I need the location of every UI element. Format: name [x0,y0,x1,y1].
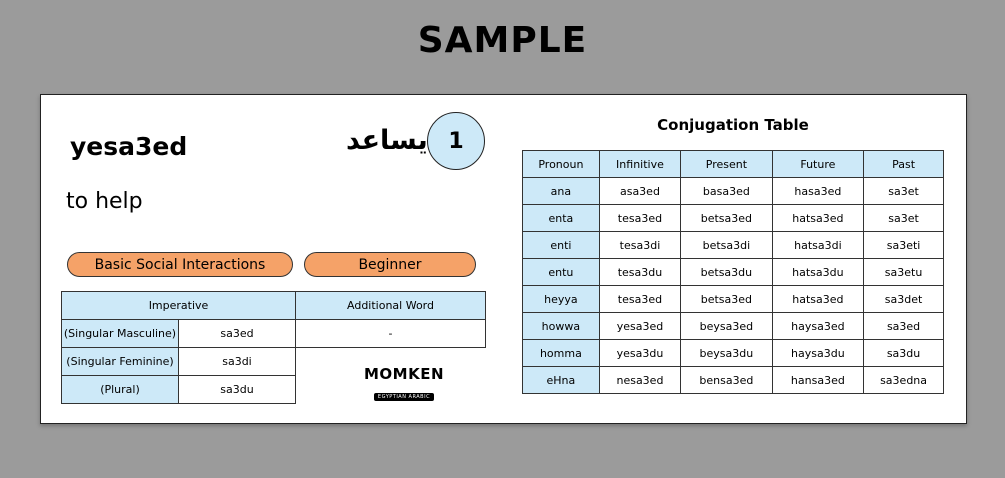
imperative-label: (Plural) [61,375,179,404]
imperative-value: sa3ed [178,319,296,348]
conjugation-cell: yesa3ed [598,312,682,340]
conjugation-cell: sa3du [863,339,944,367]
pronoun-cell: homma [522,339,600,367]
level-label: Beginner [358,256,422,273]
verb-transliteration: yesa3ed [70,132,188,161]
additional-word-header: Additional Word [295,291,486,320]
card-number-badge: 1 [427,112,485,170]
imperative-table: Imperative Additional Word (Singular Mas… [61,291,486,404]
table-row: (Singular Feminine) sa3di [61,347,486,376]
logo-name: MOMKEN [363,365,445,383]
conjugation-cell: bensa3ed [680,366,773,394]
conjugation-cell: betsa3ed [680,285,773,313]
conjugation-cell: basa3ed [680,177,773,205]
conjugation-cell: sa3et [863,204,944,232]
conjugation-cell: hasa3ed [771,177,865,205]
conjugation-cell: sa3det [863,285,944,313]
verb-arabic: يساعد [346,125,428,156]
imperative-header-row: Imperative Additional Word [61,291,486,320]
conjugation-cell: sa3eti [863,231,944,259]
column-header: Present [680,150,773,178]
imperative-label: (Singular Masculine) [61,319,179,348]
conjugation-header-row: Pronoun Infinitive Present Future Past [522,150,944,178]
conjugation-cell: hatsa3ed [771,285,865,313]
flashcard: yesa3ed يساعد 1 to help Basic Social Int… [40,94,967,424]
pronoun-cell: eHna [522,366,600,394]
conjugation-cell: beysa3du [680,339,773,367]
momken-logo: MOMKEN EGYPTIAN ARABIC [359,365,449,402]
imperative-header: Imperative [61,291,296,320]
conjugation-cell: haysa3ed [771,312,865,340]
additional-word-value: - [295,319,486,348]
logo-tagline: EGYPTIAN ARABIC [373,393,435,401]
conjugation-cell: hatsa3du [771,258,865,286]
pronoun-cell: heyya [522,285,600,313]
pronoun-cell: enti [522,231,600,259]
column-header: Infinitive [598,150,682,178]
column-header: Past [863,150,944,178]
conjugation-cell: nesa3ed [598,366,682,394]
card-number: 1 [448,128,464,154]
topic-label: Basic Social Interactions [94,256,266,273]
conjugation-cell: asa3ed [598,177,682,205]
conjugation-cell: betsa3di [680,231,773,259]
conjugation-cell: haysa3du [771,339,865,367]
conjugation-cell: tesa3di [598,231,682,259]
column-header: Pronoun [522,150,600,178]
conjugation-cell: betsa3ed [680,204,773,232]
conjugation-cell: sa3ed [863,312,944,340]
pronoun-cell: enta [522,204,600,232]
conjugation-cell: hansa3ed [771,366,865,394]
pronoun-cell: ana [522,177,600,205]
conjugation-table: Pronoun Infinitive Present Future Past a… [522,150,944,394]
watermark-title: SAMPLE [417,20,588,61]
conjugation-cell: sa3etu [863,258,944,286]
conjugation-cell: yesa3du [598,339,682,367]
pronoun-cell: howwa [522,312,600,340]
conjugation-title: Conjugation Table [657,116,809,134]
level-tag: Beginner [304,252,476,277]
conjugation-cell: sa3et [863,177,944,205]
conjugation-cell: sa3edna [863,366,944,394]
conjugation-cell: betsa3du [680,258,773,286]
table-row: (Plural) sa3du [61,375,486,404]
conjugation-cell: beysa3ed [680,312,773,340]
conjugation-cell: tesa3du [598,258,682,286]
conjugation-cell: tesa3ed [598,285,682,313]
pronoun-cell: entu [522,258,600,286]
column-header: Future [771,150,865,178]
verb-meaning: to help [66,189,143,214]
table-row: (Singular Masculine) sa3ed - [61,319,486,348]
conjugation-cell: hatsa3ed [771,204,865,232]
imperative-value: sa3di [178,347,296,376]
imperative-label: (Singular Feminine) [61,347,179,376]
conjugation-cell: hatsa3di [771,231,865,259]
conjugation-cell: tesa3ed [598,204,682,232]
imperative-value: sa3du [178,375,296,404]
topic-tag: Basic Social Interactions [67,252,293,277]
